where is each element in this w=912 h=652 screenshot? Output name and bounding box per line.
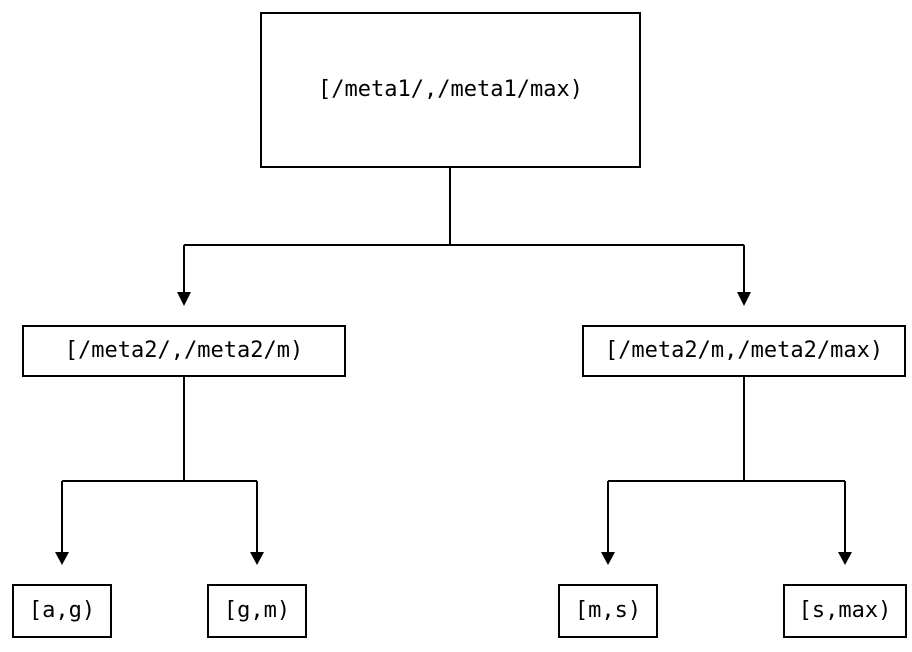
- edge-right-child-to-leaves: [601, 377, 852, 565]
- node-leaf-range: [a,g): [12, 584, 112, 638]
- edge-left-child-to-leaves: [55, 377, 264, 565]
- arrowhead-down-icon: [177, 292, 191, 306]
- node-root-range: [/meta1/,/meta1/max): [260, 12, 641, 168]
- node-leaf-range: [m,s): [558, 584, 658, 638]
- arrowhead-down-icon: [55, 552, 69, 565]
- edge-root-to-children: [177, 168, 751, 306]
- arrowhead-down-icon: [250, 552, 264, 565]
- arrowhead-down-icon: [737, 292, 751, 306]
- node-right-child-range: [/meta2/m,/meta2/max): [582, 325, 906, 377]
- node-leaf-range: [s,max): [783, 584, 907, 638]
- arrowhead-down-icon: [601, 552, 615, 565]
- node-leaf-range: [g,m): [207, 584, 307, 638]
- node-left-child-range: [/meta2/,/meta2/m): [22, 325, 346, 377]
- arrowhead-down-icon: [838, 552, 852, 565]
